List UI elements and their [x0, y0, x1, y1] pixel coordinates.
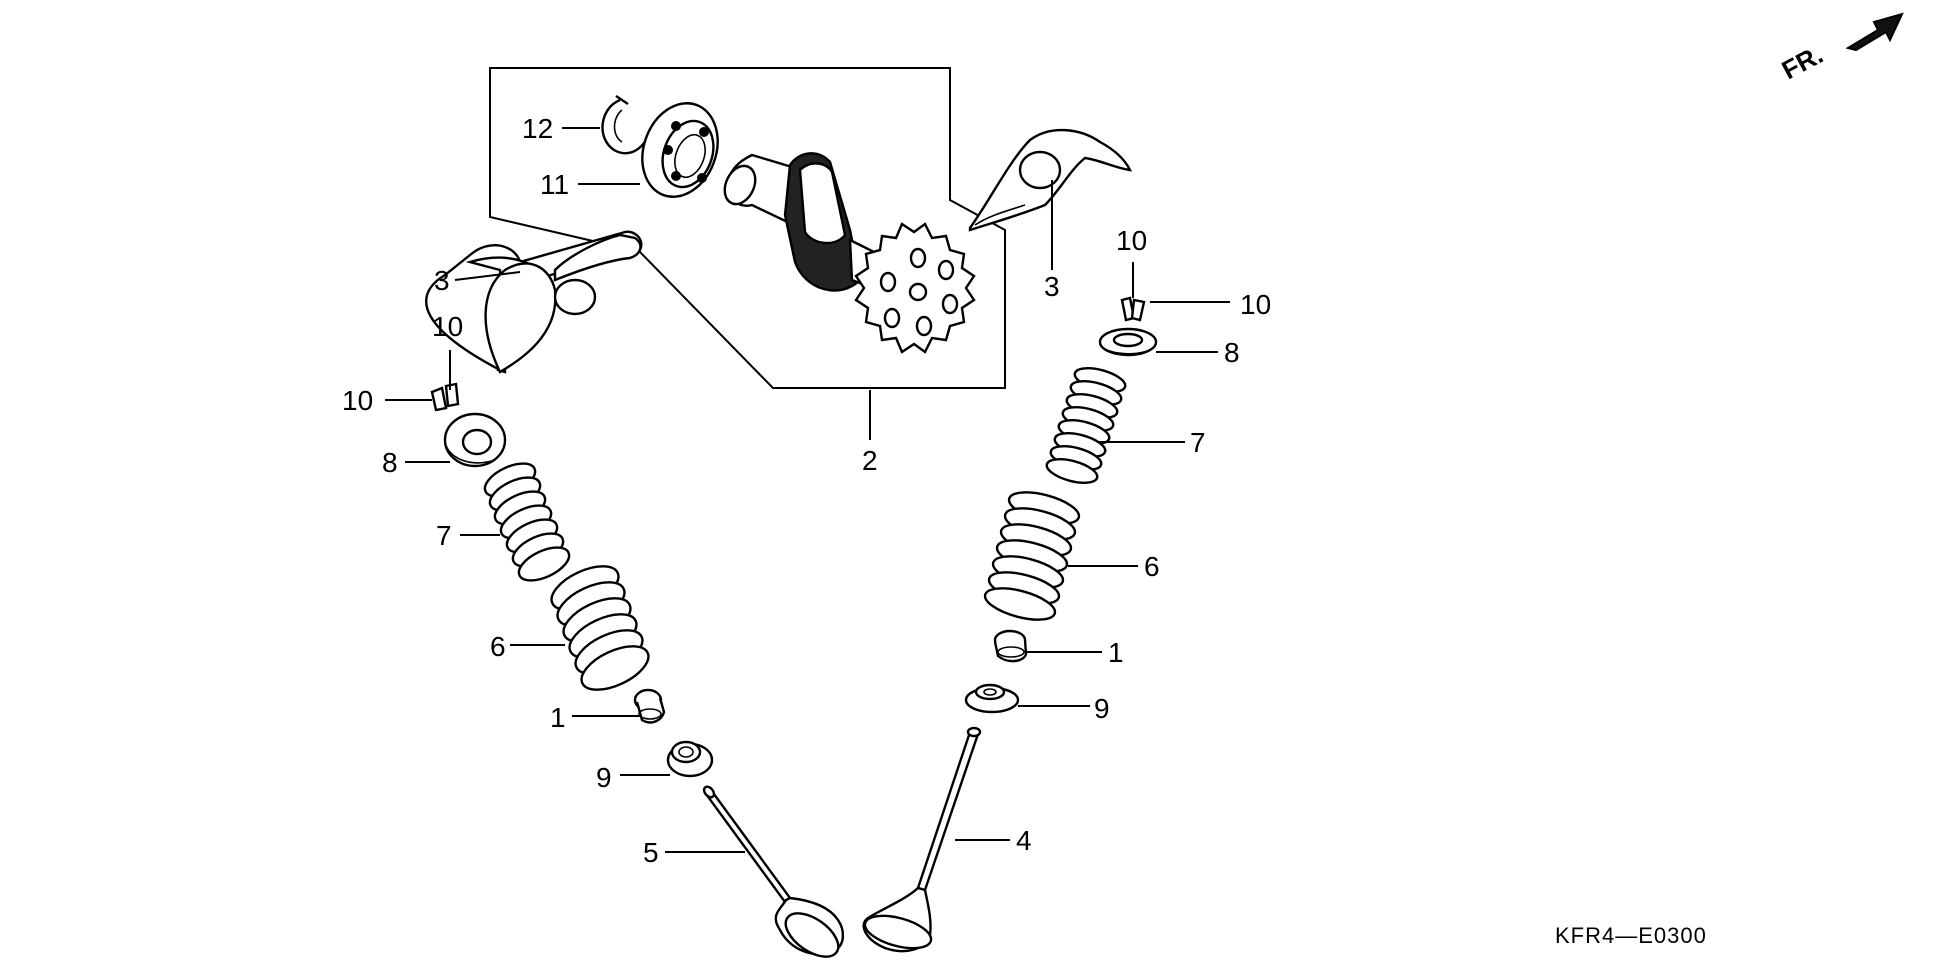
callout-10-right: 10 [1240, 289, 1271, 320]
callout-9-left: 9 [596, 762, 612, 793]
front-direction-marker: FR. [1777, 12, 1904, 85]
intake-valve-part [862, 726, 982, 953]
inner-spring-left-part [483, 462, 571, 582]
callout-6-left: 6 [490, 631, 506, 662]
callout-6-right: 6 [1144, 551, 1160, 582]
callout-7-left: 7 [436, 520, 452, 551]
callout-3-right: 3 [1044, 271, 1060, 302]
callout-2: 2 [862, 445, 878, 476]
callout-1-right: 1 [1108, 637, 1124, 668]
callout-12: 12 [522, 113, 553, 144]
callout-3-left: 3 [434, 265, 450, 296]
cam-sprocket-part [854, 222, 976, 354]
callout-4: 4 [1016, 825, 1032, 856]
drawing-code: KFR4—E0300 [1555, 923, 1707, 948]
inner-spring-right-part [1045, 367, 1127, 484]
spring-retainer-left-part [443, 412, 507, 468]
callout-8-right: 8 [1224, 337, 1240, 368]
valve-cotter-right-part [1120, 296, 1146, 322]
callout-8-left: 8 [382, 447, 398, 478]
exhaust-valve-part [702, 785, 845, 958]
outer-spring-right-part [983, 491, 1081, 621]
callout-10-left: 10 [342, 385, 373, 416]
callout-1-left: 1 [550, 702, 566, 733]
callout-11: 11 [540, 169, 569, 200]
leader-lines [385, 127, 1230, 853]
spring-seat-right-part [964, 683, 1020, 714]
spring-retainer-right-part [1098, 327, 1158, 357]
camshaft-assembly-frame [489, 67, 1006, 389]
callout-labels: 12 11 3 3 2 10 10 10 10 8 8 7 7 6 6 1 1 … [342, 113, 1271, 868]
callout-10-right-top: 10 [1116, 225, 1147, 256]
callout-10-left-top: 10 [432, 311, 463, 342]
outer-spring-left-part [550, 565, 650, 691]
fr-label: FR. [1777, 39, 1828, 85]
callout-5: 5 [643, 837, 659, 868]
circlip-part [601, 95, 648, 155]
front-arrow-icon [1845, 12, 1904, 52]
rocker-arm-right-part [968, 128, 1133, 232]
stem-seal-left-part [633, 688, 666, 724]
rocker-arm-left-part [425, 230, 643, 374]
callout-7-right: 7 [1190, 427, 1206, 458]
spring-seat-left-part [666, 740, 714, 778]
callout-9-right: 9 [1094, 693, 1110, 724]
valve-cotter-left-part [430, 382, 460, 412]
stem-seal-right-part [993, 629, 1028, 663]
bearing-part [641, 102, 719, 198]
camshaft-part [723, 152, 882, 292]
